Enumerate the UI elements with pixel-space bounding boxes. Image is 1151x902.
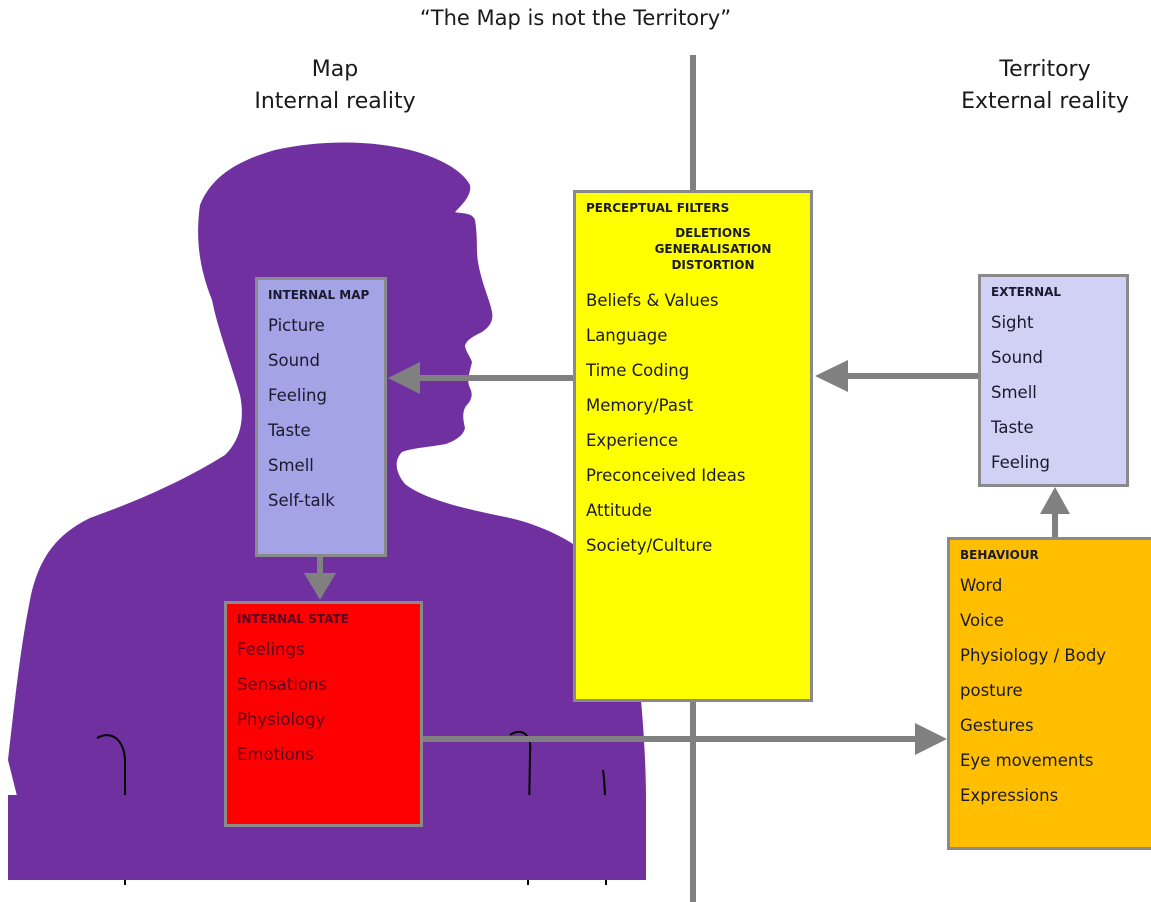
internal-state-item: Physiology [237,710,326,729]
arrow-behaviour-to-external-head [1040,487,1070,514]
internal-map-item: Picture [268,316,325,335]
behaviour-item: Expressions [960,786,1059,805]
internal-state-item: Sensations [237,675,327,694]
map-heading-line1: Map [311,57,359,82]
left-arm-crease [96,734,126,885]
perceptual-filters-heading: PERCEPTUAL FILTERS [586,201,730,215]
arrow-external-to-filters-head [815,360,848,392]
map-heading-line2: Internal reality [254,89,416,114]
filter-item: Beliefs & Values [586,291,719,310]
internal-map-heading: INTERNAL MAP [268,288,370,302]
filter-types: DELETIONS GENERALISATION DISTORTION [586,225,800,273]
external-item: Sight [991,313,1034,332]
behaviour-item: Word [960,576,1003,595]
behaviour-item: Gestures [960,716,1034,735]
internal-map-item: Taste [268,421,311,440]
filter-type: GENERALISATION [654,242,772,256]
internal-map-item: Feeling [268,386,327,405]
behaviour-item: Physiology / Body [960,646,1107,665]
territory-heading: Territory External reality [945,54,1145,118]
external-item: Smell [991,383,1037,402]
filter-type: DISTORTION [671,258,755,272]
filter-item: Time Coding [586,361,690,380]
internal-map-box: INTERNAL MAP Picture Sound Feeling Taste… [255,277,387,557]
behaviour-item: Voice [960,611,1004,630]
arrow-map-to-state-head [304,573,336,600]
filter-item: Attitude [586,501,653,520]
filter-type: DELETIONS [675,226,751,240]
perceptual-filters-box: PERCEPTUAL FILTERS DELETIONS GENERALISAT… [573,190,813,702]
filter-item: Experience [586,431,679,450]
internal-state-box: INTERNAL STATE Feelings Sensations Physi… [224,601,423,827]
internal-state-heading: INTERNAL STATE [237,612,349,626]
behaviour-heading: BEHAVIOUR [960,548,1039,562]
internal-state-item: Feelings [237,640,305,659]
behaviour-item: posture [960,681,1023,700]
external-item: Taste [991,418,1034,437]
internal-map-item: Self-talk [268,491,335,510]
filter-item: Memory/Past [586,396,694,415]
internal-state-item: Emotions [237,745,314,764]
filter-item: Preconceived Ideas [586,466,746,485]
external-box: EXTERNAL Sight Sound Smell Taste Feeling [978,274,1129,487]
external-heading: EXTERNAL [991,285,1062,299]
map-heading: Map Internal reality [230,54,440,118]
behaviour-box: BEHAVIOUR Word Voice Physiology / Body p… [947,537,1151,850]
territory-heading-line2: External reality [961,89,1129,114]
filter-item: Language [586,326,668,345]
filter-item: Society/Culture [586,536,713,555]
external-item: Sound [991,348,1043,367]
external-item: Feeling [991,453,1050,472]
territory-heading-line1: Territory [999,57,1091,82]
right-arm-crease [509,730,532,886]
internal-map-item: Smell [268,456,314,475]
behaviour-item: Eye movements [960,751,1094,770]
diagram-title: “The Map is not the Territory” [419,6,732,30]
arrow-state-to-behaviour-head [915,723,947,755]
internal-map-item: Sound [268,351,320,370]
arrow-filters-to-map-head [388,362,420,394]
